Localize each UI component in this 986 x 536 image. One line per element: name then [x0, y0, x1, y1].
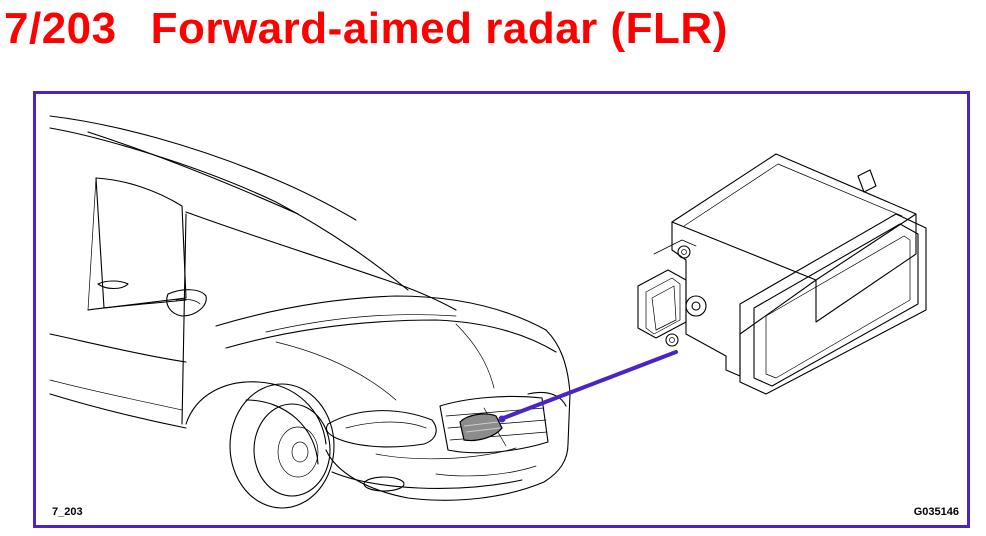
- radar-location-illustration: [49, 115, 927, 509]
- leader-line: [499, 350, 678, 421]
- car-line-drawing: [49, 115, 571, 509]
- slide-title-text: Forward-aimed radar (FLR): [150, 4, 728, 53]
- figure-number-label: 7_203: [52, 506, 83, 518]
- radar-unit-detail: [637, 153, 927, 395]
- slide-number: 7/203: [4, 4, 117, 53]
- figure-frame: 7_203 G035146: [33, 91, 970, 528]
- figure-reference-code: G035146: [913, 506, 959, 518]
- leader-line-dot: [498, 415, 506, 423]
- slide-title: 7/203 Forward-aimed radar (FLR): [4, 2, 728, 56]
- radar-sensor-on-car: [459, 413, 503, 442]
